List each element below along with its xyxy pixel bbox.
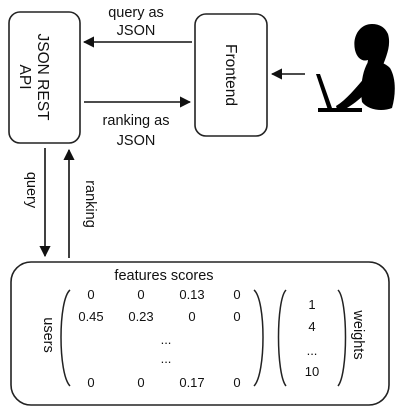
matrix-cell: 0 [233, 287, 240, 302]
person-at-laptop-icon [316, 24, 395, 112]
matrix-cell: 0.23 [128, 309, 153, 324]
frontend-box: Frontend [194, 13, 268, 137]
weight-value: ... [307, 343, 318, 358]
matrix-cell: 0 [233, 375, 240, 390]
matrix-cell: 0.45 [78, 309, 103, 324]
arrow-query-as-json: query as JSON [82, 5, 192, 48]
matrix-cell: 0 [233, 309, 240, 324]
label-ranking-as-json-1: ranking as [103, 113, 170, 129]
weight-value: 1 [308, 297, 315, 312]
matrix-cell: 0 [87, 287, 94, 302]
matrix-cell: ... [161, 332, 172, 347]
matrix-cells: 0 0 0.13 0 0.45 0.23 0 0...... 0 0 0.17 0 [78, 287, 240, 390]
weights-right-bracket [337, 289, 347, 387]
matrix-left-bracket [60, 289, 71, 387]
weight-value: 10 [305, 364, 319, 379]
frontend-label: Frontend [222, 44, 239, 106]
api-label-line2: API [16, 65, 33, 90]
label-ranking-as-json-2: JSON [117, 133, 156, 149]
scoring-box: features scores users 0 0 0.13 0 0.45 0.23 0 0.… [10, 261, 390, 406]
arrow-ranking: ranking [63, 148, 98, 258]
weights-cells: 1 4... 10 [305, 297, 319, 379]
weight-value: 4 [308, 319, 315, 334]
matrix-title: features scores [114, 268, 213, 284]
matrix-cell: 0 [87, 375, 94, 390]
arrow-query: query [23, 148, 51, 258]
api-box: JSON REST API [8, 11, 81, 144]
matrix-cell: 0.13 [179, 287, 204, 302]
matrix-cell: ... [161, 351, 172, 366]
matrix-row-label: users [40, 317, 56, 352]
label-ranking: ranking [82, 180, 98, 228]
arrow-ranking-as-json: ranking as JSON [84, 96, 192, 149]
matrix-right-bracket [253, 289, 264, 387]
matrix-cell: 0 [137, 287, 144, 302]
matrix-cell: 0 [137, 375, 144, 390]
weights-left-bracket [277, 289, 287, 387]
weights-label: weights [350, 309, 366, 359]
matrix-cell: 0.17 [179, 375, 204, 390]
matrix-cell: 0 [188, 309, 195, 324]
label-query-as-json-2: JSON [117, 23, 156, 39]
label-query: query [23, 172, 39, 209]
api-label-line1: JSON REST [34, 34, 51, 122]
label-query-as-json-1: query as [108, 5, 164, 21]
